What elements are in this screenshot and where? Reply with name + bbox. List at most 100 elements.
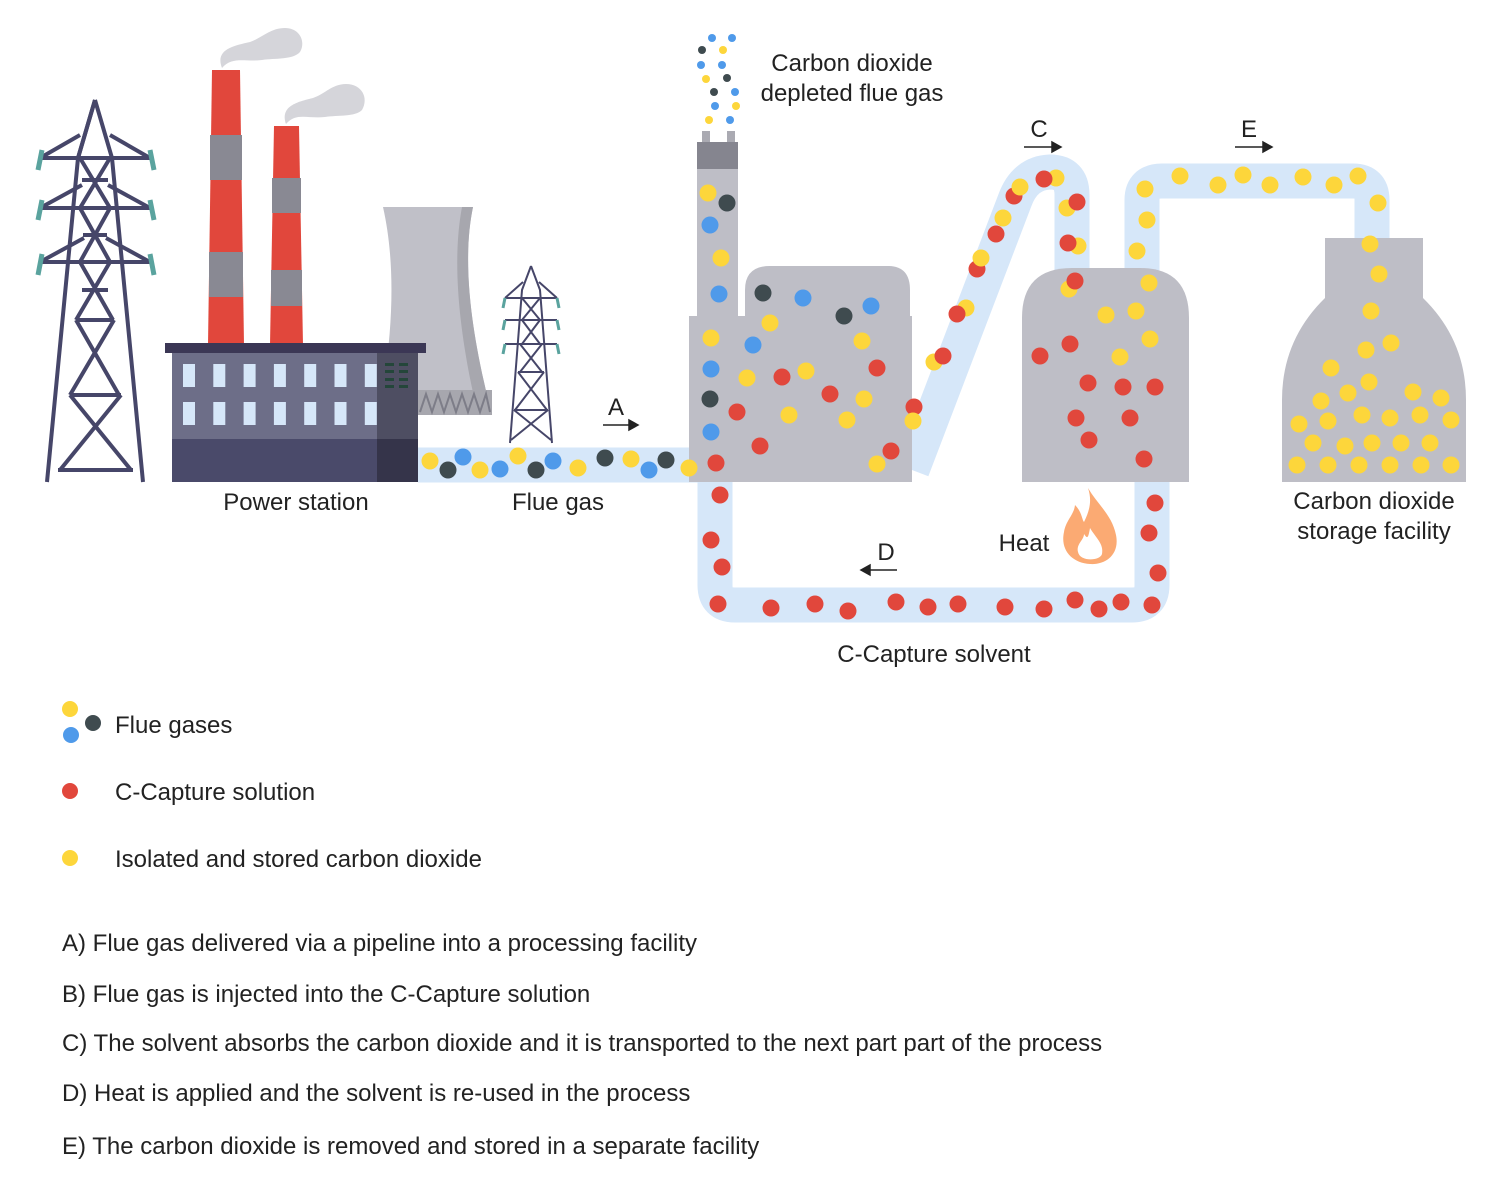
particle-dot	[838, 411, 856, 429]
particle-dot	[1079, 374, 1097, 392]
particle-dot	[1031, 347, 1049, 365]
particle-dot	[1319, 412, 1337, 430]
window	[304, 364, 317, 387]
transmission-tower-small	[501, 265, 561, 444]
regenerator-vessel	[1022, 268, 1189, 482]
window	[183, 402, 195, 425]
particle-dot	[710, 88, 718, 96]
particle-dot	[1171, 167, 1189, 185]
particle-dot	[1143, 596, 1161, 614]
particle-dot	[1059, 234, 1077, 252]
legend-flue-yellow-dot	[62, 701, 78, 717]
particle-dot	[1111, 348, 1129, 366]
window	[213, 402, 226, 425]
particle-dot	[1138, 211, 1156, 229]
particle-dot	[702, 423, 720, 441]
window	[364, 364, 377, 387]
particle-dot	[761, 314, 779, 332]
particle-dot	[887, 593, 905, 611]
particle-dot	[439, 461, 457, 479]
particle-dot	[1432, 389, 1450, 407]
particle-dot	[1336, 437, 1354, 455]
particle-dot	[1421, 434, 1439, 452]
particle-dot	[698, 46, 706, 54]
particle-dot	[1381, 456, 1399, 474]
particle-dot	[723, 74, 731, 82]
particle-dot	[719, 46, 727, 54]
particle-dot	[934, 347, 952, 365]
note-a: A) Flue gas delivered via a pipeline int…	[62, 930, 698, 957]
label-solvent: C-Capture solvent	[837, 641, 1031, 668]
particle-dot	[1290, 415, 1308, 433]
label-depleted-2: depleted flue gas	[761, 80, 944, 107]
label-step-a: A	[608, 394, 624, 421]
particle-dot	[1294, 168, 1312, 186]
particle-dot	[1288, 456, 1306, 474]
particle-dot	[996, 598, 1014, 616]
particle-dot	[711, 486, 729, 504]
particle-dot	[754, 284, 772, 302]
particle-dot	[1319, 456, 1337, 474]
particle-dot	[1127, 302, 1145, 320]
particle-dot	[1442, 411, 1460, 429]
particle-dot	[1035, 170, 1053, 188]
particle-dot	[732, 102, 740, 110]
particle-dot	[711, 102, 719, 110]
particle-dot	[544, 452, 562, 470]
particle-dot	[919, 598, 937, 616]
legend-markers	[62, 701, 101, 866]
particle-dot	[1128, 242, 1146, 260]
note-c: C) The solvent absorbs the carbon dioxid…	[62, 1030, 1103, 1057]
chimney-left	[208, 70, 244, 345]
particle-dot	[702, 531, 720, 549]
particle-dot	[680, 459, 698, 477]
particle-dot	[1080, 431, 1098, 449]
particle-dot	[726, 116, 734, 124]
label-heat: Heat	[999, 530, 1050, 557]
heat-flame-icon	[1063, 488, 1117, 565]
particle-dot	[707, 454, 725, 472]
window	[273, 364, 286, 387]
particle-dot	[1112, 593, 1130, 611]
particle-dot	[1066, 591, 1084, 609]
particle-dot	[1146, 494, 1164, 512]
particle-dot	[699, 184, 717, 202]
particle-dot	[640, 461, 658, 479]
particle-dot	[1066, 272, 1084, 290]
window	[273, 402, 286, 425]
particle-dot	[1360, 373, 1378, 391]
particle-dot	[821, 385, 839, 403]
flow-arrows	[603, 140, 1274, 577]
label-storage-2: storage facility	[1297, 518, 1450, 545]
processing-facility	[689, 131, 912, 482]
particle-dot	[1136, 180, 1154, 198]
particle-dot	[1135, 450, 1153, 468]
particle-dot	[1357, 341, 1375, 359]
particle-dot	[797, 362, 815, 380]
particle-dot	[1304, 434, 1322, 452]
particle-dot	[718, 194, 736, 212]
particle-dot	[1382, 334, 1400, 352]
particle-dot	[1141, 330, 1159, 348]
particle-dot	[806, 595, 824, 613]
legend-flue-blue-dot	[63, 727, 79, 743]
particle-dot	[1381, 409, 1399, 427]
legend-flue-gases: Flue gases	[115, 712, 233, 739]
particle-dot	[697, 61, 705, 69]
particle-dot	[882, 442, 900, 460]
particle-dot	[718, 61, 726, 69]
particle-dot	[622, 450, 640, 468]
particle-dot	[705, 116, 713, 124]
particle-dot	[1140, 524, 1158, 542]
particle-dot	[1209, 176, 1227, 194]
particle-dot	[509, 447, 527, 465]
window	[364, 402, 377, 425]
particle-dot	[949, 595, 967, 613]
particle-dot	[710, 285, 728, 303]
particle-dot	[1370, 265, 1388, 283]
note-e: E) The carbon dioxide is removed and sto…	[62, 1133, 760, 1160]
particle-dot	[904, 412, 922, 430]
particle-dot	[731, 88, 739, 96]
particle-dot	[1369, 194, 1387, 212]
